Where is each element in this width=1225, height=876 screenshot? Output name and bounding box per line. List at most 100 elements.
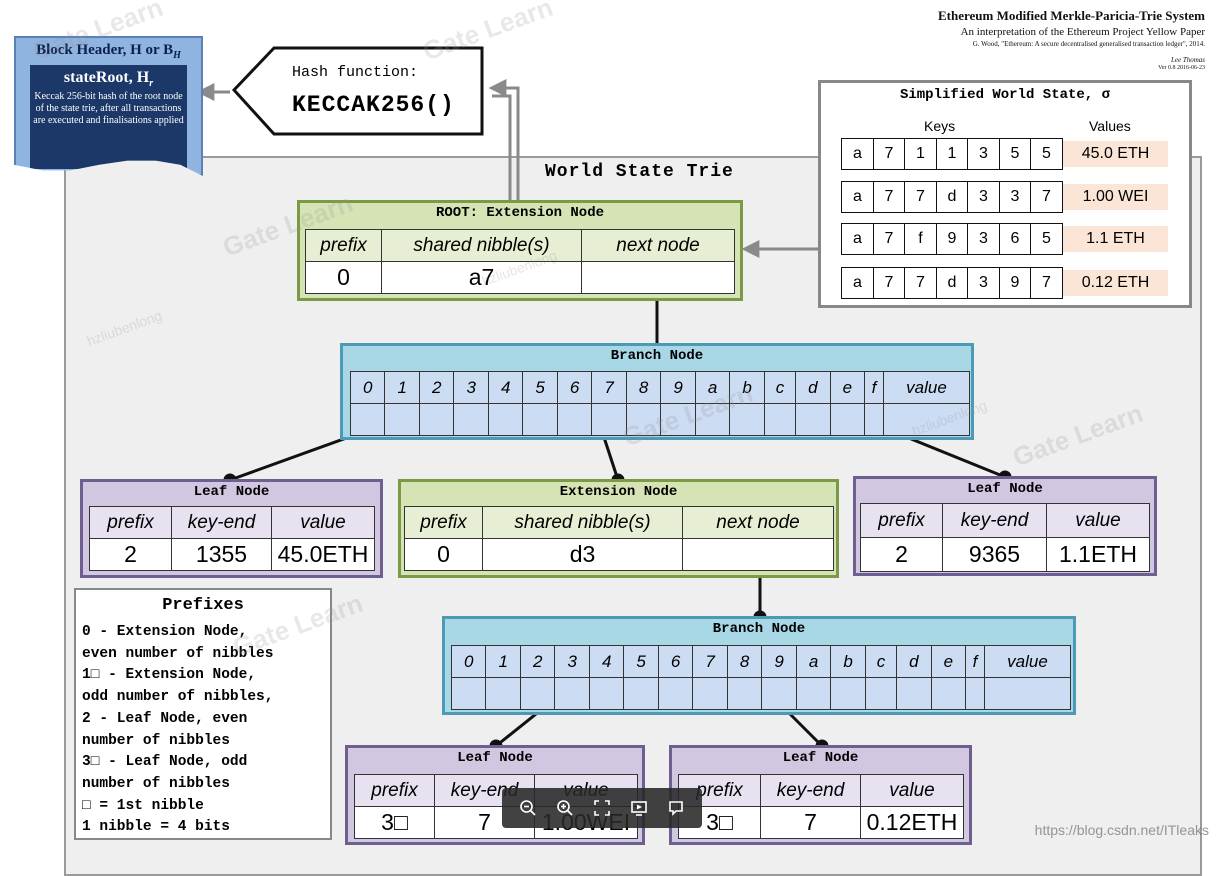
- key-nibble: 7: [1030, 181, 1063, 213]
- branch-slot: [554, 677, 590, 710]
- node-table: prefix shared nibble(s) next node 0 a7: [305, 229, 735, 294]
- node-title: Extension Node: [559, 484, 678, 500]
- key-nibble: 9: [998, 267, 1032, 299]
- root-extension-node: ROOT: Extension Node prefix shared nibbl…: [297, 200, 743, 301]
- branch-slot-label: d: [896, 645, 932, 678]
- leaf-node-bottom-right: Leaf Node prefix key-end value 3□ 7 0.12…: [669, 745, 972, 845]
- image-viewer-toolbar: [502, 788, 702, 828]
- key-nibble: a: [841, 267, 874, 299]
- slideshow-icon[interactable]: [624, 793, 654, 823]
- branch-slot-label: 7: [692, 645, 728, 678]
- account-value: 1.1 ETH: [1063, 226, 1168, 252]
- values-header: Values: [1089, 118, 1131, 134]
- leaf-value: 0.12ETH: [860, 806, 964, 839]
- prefix-line: 0 - Extension Node,: [82, 624, 248, 640]
- branch-slot-label: f: [864, 371, 884, 404]
- key-nibble: 1: [904, 138, 937, 170]
- comment-icon[interactable]: [661, 793, 691, 823]
- branch-slot: [692, 677, 728, 710]
- branch-slot-label: f: [965, 645, 985, 678]
- branch-slot-label: c: [864, 645, 898, 678]
- node-title: Leaf Node: [967, 481, 1043, 497]
- key-nibble: 7: [904, 267, 937, 299]
- header-prefix: prefix: [89, 506, 172, 539]
- node-table: prefix key-end value 2 9365 1.1ETH: [860, 503, 1150, 572]
- node-table: prefix shared nibble(s) next node 0 d3: [404, 506, 834, 571]
- diagram-author: Lee Thomas: [1170, 56, 1205, 64]
- prefix-line: 1□ - Extension Node,: [82, 667, 257, 684]
- zoom-in-icon[interactable]: [550, 793, 580, 823]
- diagram-subtitle: An interpretation of the Ethereum Projec…: [960, 26, 1205, 38]
- key-nibble: 6: [998, 223, 1032, 255]
- hash-input-arrows: [196, 79, 520, 200]
- prefix-line: number of nibbles: [82, 775, 230, 792]
- branch-slot: [487, 403, 524, 436]
- block-header: Block Header, H or BH stateRoot, Hr Kecc…: [14, 36, 203, 176]
- next-node-value: [581, 261, 735, 294]
- branch-node-1: Branch Node 0 1 2 3 4 5 6 7 8 9 a b c d …: [340, 343, 974, 440]
- prefix-value: 2: [89, 538, 172, 571]
- branch-slot: [729, 403, 765, 436]
- key-nibble: 3: [967, 138, 1000, 170]
- key-nibble: 7: [904, 181, 937, 213]
- branch-slot: [625, 403, 662, 436]
- zoom-out-icon[interactable]: [513, 793, 543, 823]
- branch-slot-label: e: [930, 645, 967, 678]
- branch-slot: [657, 677, 694, 710]
- header-shared-nibbles: shared nibble(s): [381, 229, 582, 262]
- prefix-value: 0: [404, 538, 483, 571]
- branch-slot-label: b: [729, 371, 765, 404]
- leaf-value: 45.0ETH: [271, 538, 375, 571]
- branch-slot: [349, 403, 386, 436]
- branch-slot-label: 4: [588, 645, 625, 678]
- header-prefix: prefix: [860, 503, 943, 538]
- branch-value: [984, 677, 1071, 710]
- branch-slot-label: c: [763, 371, 797, 404]
- prefix-value: 0: [305, 261, 382, 294]
- account-value: 45.0 ETH: [1063, 141, 1168, 167]
- node-title: Leaf Node: [193, 484, 270, 500]
- url-watermark: https://blog.csdn.net/ITleaks: [1034, 822, 1209, 838]
- branch-slot: [864, 677, 898, 710]
- leaf-node-left: Leaf Node prefix key-end value 2 1355 45…: [80, 479, 383, 578]
- prefix-line: odd number of nibbles,: [82, 689, 274, 706]
- node-title: Branch Node: [610, 348, 704, 364]
- header-value: value: [271, 506, 375, 539]
- node-title: Branch Node: [712, 621, 806, 637]
- branch-slot: [795, 403, 831, 436]
- branch-slot: [453, 403, 489, 436]
- node-title: Leaf Node: [782, 750, 859, 766]
- header-key-end: key-end: [760, 774, 861, 807]
- key-nibble: a: [841, 181, 874, 213]
- account-value: 0.12 ETH: [1063, 270, 1168, 296]
- branch-slot: [485, 677, 521, 710]
- branch-slot: [384, 403, 420, 436]
- key-nibble: 1: [935, 138, 969, 170]
- key-nibble: f: [904, 223, 937, 255]
- world-state-trie-label: World State Trie: [545, 162, 734, 182]
- header-next-node: next node: [682, 506, 834, 539]
- branch-value: [883, 403, 970, 436]
- branch-slot-label: 6: [556, 371, 593, 404]
- branch-slot: [450, 677, 487, 710]
- fullscreen-icon[interactable]: [587, 793, 617, 823]
- branch-slot: [896, 677, 932, 710]
- branch-slot-label: 6: [657, 645, 694, 678]
- branch-slot: [726, 677, 763, 710]
- node-title: Leaf Node: [457, 750, 533, 766]
- state-root-label: stateRoot, Hr: [63, 69, 154, 90]
- diagram-title: Ethereum Modified Merkle-Paricia-Trie Sy…: [937, 8, 1205, 23]
- branch-slot-label: 8: [726, 645, 763, 678]
- state-root-box: stateRoot, Hr Keccak 256-bit hash of the…: [30, 65, 187, 169]
- keys-header: Keys: [924, 118, 956, 134]
- branch-slot: [761, 677, 797, 710]
- header-prefix: prefix: [354, 774, 435, 807]
- branch-slot: [830, 677, 866, 710]
- key-nibble: 5: [998, 138, 1032, 170]
- block-header-title: Block Header, H or BH: [36, 42, 181, 61]
- branch-slot-label: d: [795, 371, 831, 404]
- branch-slot-label: 2: [519, 645, 556, 678]
- branch-slot-label: 4: [487, 371, 524, 404]
- branch-slot: [556, 403, 593, 436]
- key-end-value: 1355: [171, 538, 272, 571]
